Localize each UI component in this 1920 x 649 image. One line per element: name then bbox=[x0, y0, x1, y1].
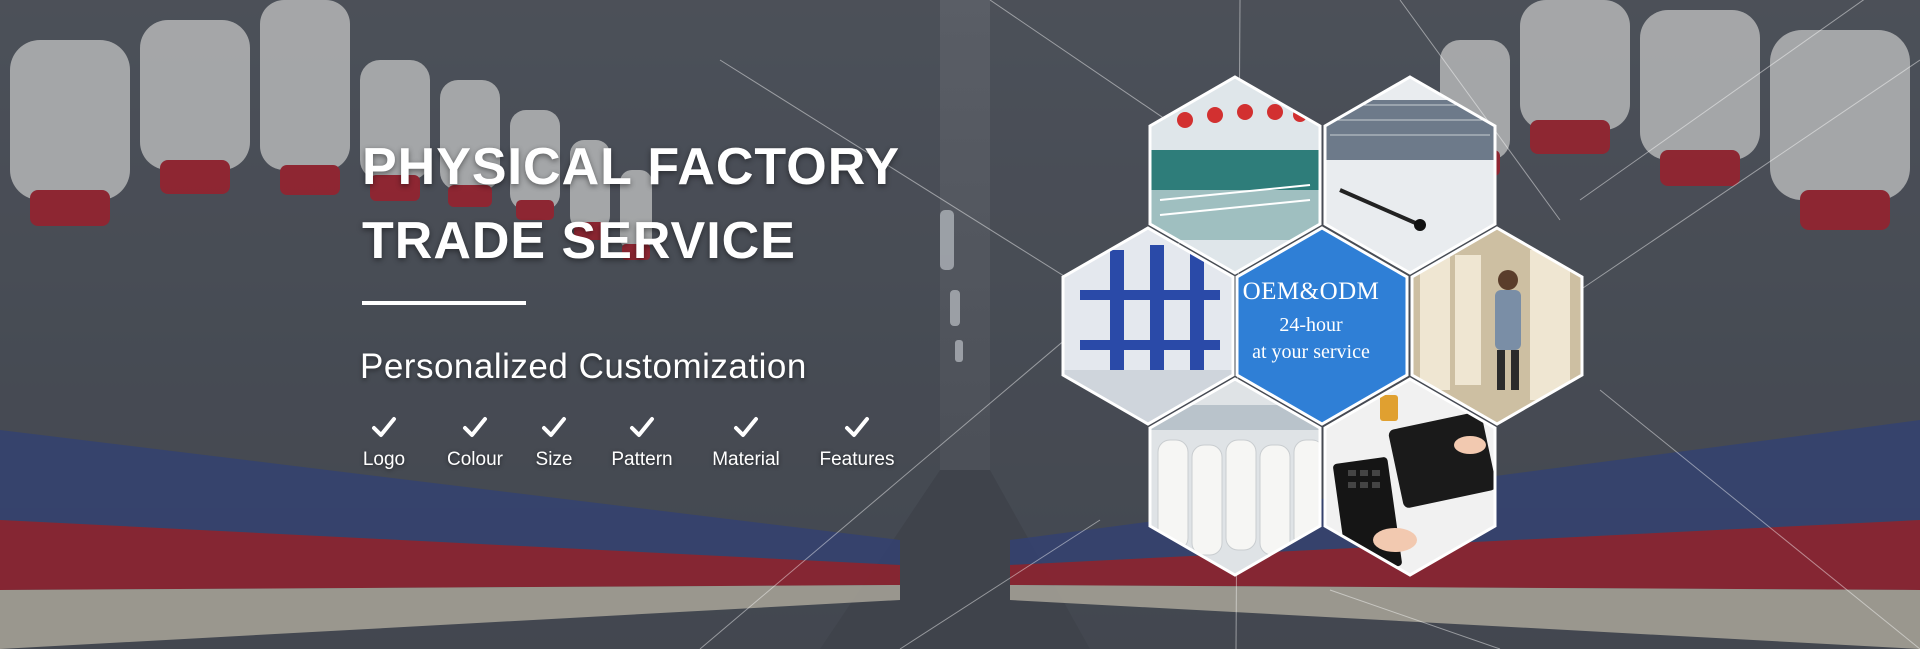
check-icon bbox=[463, 417, 487, 437]
oem-odm-title: OEM&ODM bbox=[1242, 278, 1380, 305]
check-icon bbox=[845, 417, 869, 437]
headline-divider bbox=[362, 301, 526, 305]
feature-size: Size bbox=[532, 415, 576, 471]
feature-label: Size bbox=[535, 449, 573, 470]
feature-features: Features bbox=[814, 415, 900, 471]
feature-material: Material bbox=[705, 415, 787, 471]
headline-line-2: TRADE SERVICE bbox=[362, 212, 796, 270]
feature-label: Material bbox=[712, 449, 780, 470]
feature-logo: Logo bbox=[360, 415, 408, 471]
feature-label: Colour bbox=[447, 449, 503, 470]
feature-label: Pattern bbox=[611, 449, 673, 470]
check-icon bbox=[372, 417, 396, 437]
service-hours: 24-hour bbox=[1279, 314, 1343, 336]
feature-label: Logo bbox=[362, 449, 406, 470]
feature-pattern: Pattern bbox=[606, 415, 678, 471]
feature-label: Features bbox=[819, 449, 895, 470]
service-tagline: at your service bbox=[1252, 341, 1370, 363]
check-icon bbox=[542, 417, 566, 437]
feature-checklist: Logo Colour Size Pattern Material Featur… bbox=[360, 415, 920, 485]
headline-line-1: PHYSICAL FACTORY bbox=[362, 138, 901, 196]
feature-colour: Colour bbox=[440, 415, 510, 471]
oem-odm-hexagon bbox=[1237, 228, 1407, 424]
check-icon bbox=[630, 417, 654, 437]
hero-subheadline: Personalized Customization bbox=[360, 347, 807, 386]
hero-headline: PHYSICAL FACTORY TRADE SERVICE bbox=[362, 130, 900, 278]
oem-odm-hexagon-text: OEM&ODM 24-hour at your service bbox=[1236, 278, 1386, 364]
check-icon bbox=[734, 417, 758, 437]
